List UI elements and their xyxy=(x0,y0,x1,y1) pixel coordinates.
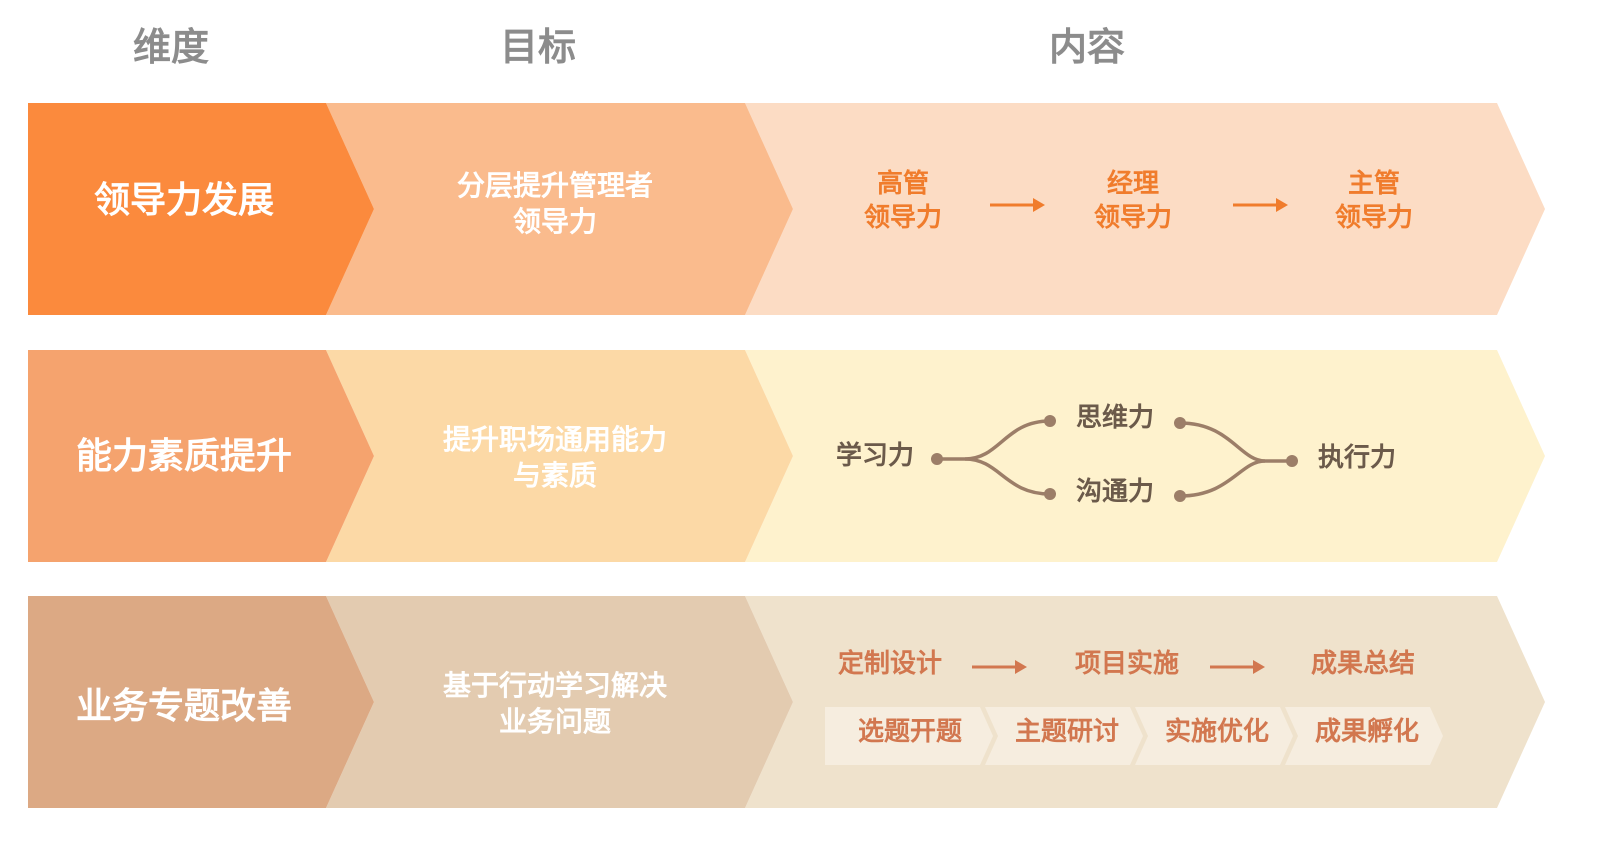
header-dimension: 维度 xyxy=(132,25,209,69)
header-goal: 目标 xyxy=(499,25,576,69)
item-line: 领导力 xyxy=(1093,202,1172,233)
row-2-goal-band xyxy=(326,350,793,562)
row-1-goal-text: 分层提升管理者 领导力 xyxy=(400,168,710,241)
row-3-goal-band xyxy=(326,596,793,808)
network-link xyxy=(1179,459,1266,498)
network-node-dot xyxy=(1174,490,1186,502)
row-3-step-discussion: 主题研讨 xyxy=(1014,717,1119,747)
row-3-flow-design: 定制设计 xyxy=(837,649,942,679)
row-2-content-band xyxy=(745,350,1545,562)
network-node-dot xyxy=(1044,415,1056,427)
row-3-step-chevrons xyxy=(825,707,1443,765)
row-3-step-incubate: 成果孵化 xyxy=(1314,717,1419,747)
step-chevron xyxy=(825,707,993,765)
row-2-node-upper: 思维力 xyxy=(1075,403,1154,433)
row-1-goal-band xyxy=(326,103,793,315)
row-3-dimension-band xyxy=(28,596,374,808)
item-line: 领导力 xyxy=(863,202,942,233)
network-node-dot xyxy=(1286,455,1298,467)
row-2-shapes xyxy=(28,350,1545,562)
goal-line: 业务问题 xyxy=(498,705,611,739)
goal-line: 与素质 xyxy=(512,459,597,493)
step-chevron xyxy=(985,707,1143,765)
goal-line: 分层提升管理者 xyxy=(456,169,653,202)
step-chevron xyxy=(1135,707,1293,765)
row-2-node-start: 学习力 xyxy=(835,441,914,471)
item-line: 主管 xyxy=(1347,169,1400,199)
row-1-dimension-band xyxy=(28,103,374,315)
arrow-head xyxy=(1253,660,1265,674)
goal-line: 提升职场通用能力 xyxy=(442,423,667,456)
network-link xyxy=(964,419,1051,461)
row-1-item-supervisor: 主管 领导力 xyxy=(1314,168,1434,236)
network-link xyxy=(1179,421,1266,463)
network-link xyxy=(964,457,1051,496)
arrow-head xyxy=(1015,660,1027,674)
row-2-node-lower: 沟通力 xyxy=(1075,477,1154,507)
row-2-network xyxy=(931,415,1298,502)
row-2-node-end: 执行力 xyxy=(1317,443,1396,473)
row-1-shapes xyxy=(28,103,1545,315)
row-3-flow-implement: 项目实施 xyxy=(1074,649,1179,679)
row-1-content-band xyxy=(745,103,1545,315)
row-1-item-manager: 经理 领导力 xyxy=(1073,168,1193,236)
row-3-content-band xyxy=(745,596,1545,808)
arrow-head xyxy=(1033,198,1045,212)
network-node-dot xyxy=(931,453,943,465)
goal-line: 领导力 xyxy=(512,205,597,239)
item-line: 高管 xyxy=(876,169,929,199)
row-1-arrows xyxy=(990,198,1288,212)
row-3-goal-text: 基于行动学习解决 业务问题 xyxy=(400,668,710,741)
arrow-head xyxy=(1276,198,1288,212)
step-chevron xyxy=(1285,707,1443,765)
row-1-item-senior: 高管 领导力 xyxy=(843,168,963,236)
row-2-dimension-band xyxy=(28,350,374,562)
row-3-step-optimize: 实施优化 xyxy=(1164,717,1269,747)
network-node-dot xyxy=(1174,417,1186,429)
row-3-arrows xyxy=(972,660,1265,674)
row-2-goal-text: 提升职场通用能力 与素质 xyxy=(400,422,710,495)
row-2-dimension-label: 能力素质提升 xyxy=(75,436,292,477)
item-line: 领导力 xyxy=(1334,202,1413,233)
row-1-dimension-label: 领导力发展 xyxy=(93,180,274,221)
row-3-dimension-label: 业务专题改善 xyxy=(75,686,292,727)
row-3-step-topic: 选题开题 xyxy=(857,717,962,747)
goal-line: 基于行动学习解决 xyxy=(442,669,667,702)
item-line: 经理 xyxy=(1106,169,1159,199)
header-content: 内容 xyxy=(1048,25,1125,69)
row-3-flow-summary: 成果总结 xyxy=(1310,649,1415,679)
network-node-dot xyxy=(1044,488,1056,500)
